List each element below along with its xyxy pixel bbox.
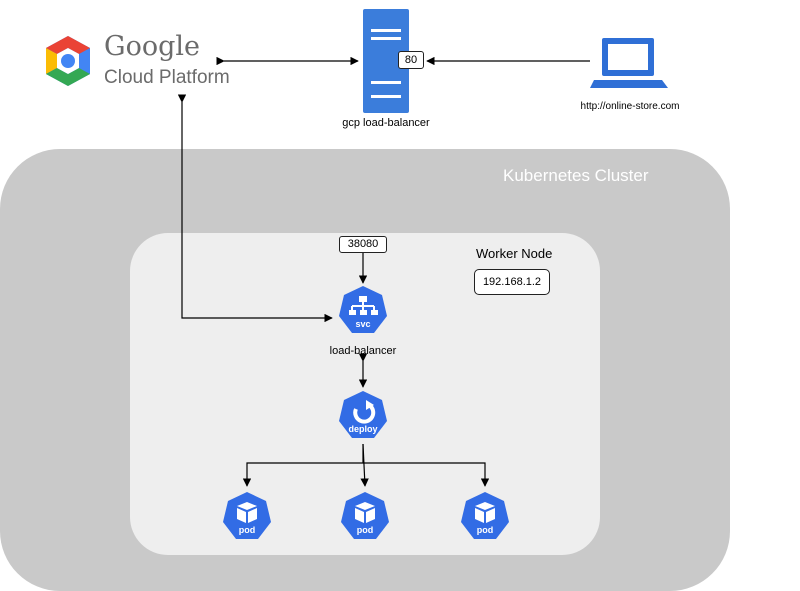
pod-icon: pod [338,490,392,544]
service-icon: svc [336,284,390,338]
pod-icon-text: pod [238,525,256,535]
google-cloud-hex-icon [46,36,90,86]
worker-node-title: Worker Node [476,246,553,261]
cluster-title: Kubernetes Cluster [503,166,649,185]
pod-icon: pod [220,490,274,544]
lb-port-box: 80 [398,51,424,69]
pod-icon-text: pod [356,525,374,535]
service-label: load-balancer [329,345,397,357]
lb-port: 80 [404,54,418,66]
logo-word-google: Google [104,31,200,62]
gcp-lb-label: gcp load-balancer [342,117,430,129]
client-url: http://online-store.com [580,101,680,112]
google-cloud-platform-logo: Google Cloud Platform [38,30,238,95]
pod-icon: pod [458,490,512,544]
service-icon-text: svc [355,319,371,329]
pod-icon-text: pod [476,525,494,535]
arrow-svc-to-gcp [177,94,333,323]
node-ip-box: 192.168.1.2 [474,269,550,295]
deployment-icon: deploy [336,389,390,443]
laptop-icon [590,38,668,88]
service-port: 38080 [347,238,379,250]
logo-word-platform: Cloud Platform [104,67,230,88]
deployment-icon-text: deploy [348,424,378,434]
node-ip: 192.168.1.2 [482,276,542,288]
arrow-deploy-pod3 [363,462,490,487]
arrow-deploy-pod1 [242,444,364,487]
arrow-deploy-pod2 [360,443,369,487]
service-port-box: 38080 [339,236,387,253]
